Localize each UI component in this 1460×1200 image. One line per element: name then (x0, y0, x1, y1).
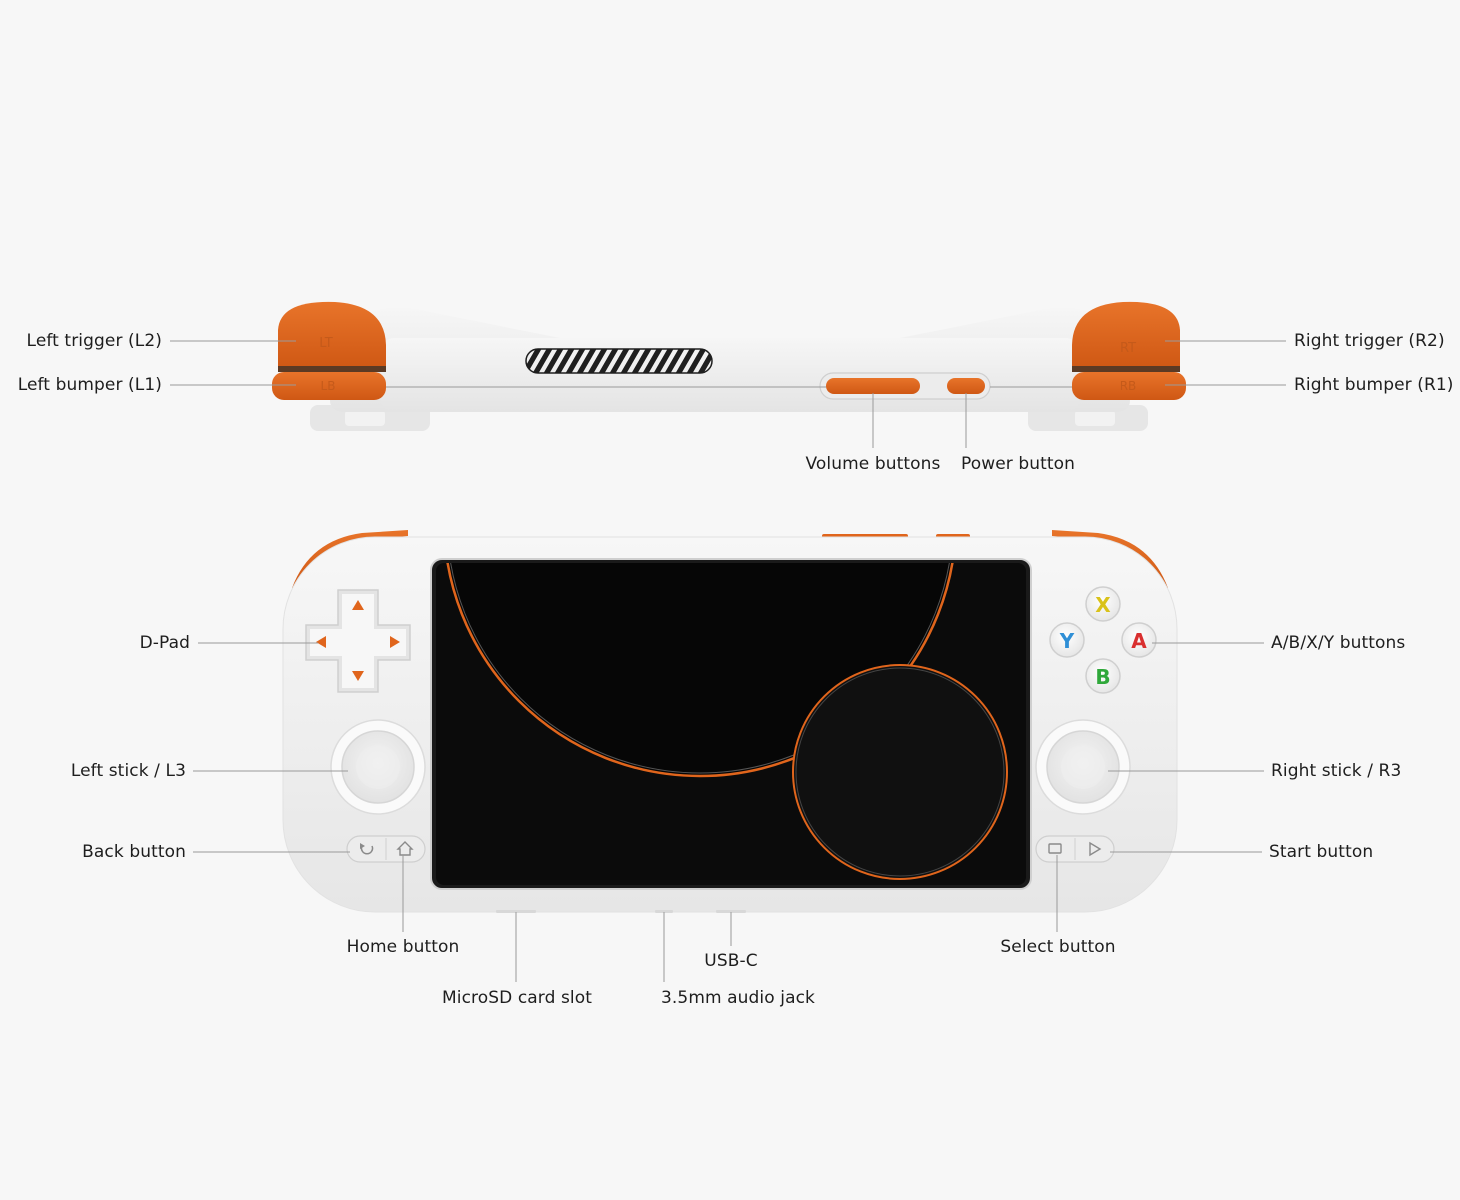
label-usb-c: USB-C (704, 951, 758, 971)
rt-mark: RT (1120, 341, 1136, 356)
label-right-stick: Right stick / R3 (1271, 761, 1402, 781)
top-view: LT LB RT RB (272, 301, 1186, 431)
front-view: X Y A B (282, 530, 1178, 913)
label-abxy-buttons: A/B/X/Y buttons (1271, 633, 1406, 653)
label-start-button: Start button (1269, 842, 1374, 862)
start-triangle-icon (1089, 841, 1102, 857)
face-button-y: Y (1049, 622, 1085, 658)
label-audio-jack: 3.5mm audio jack (660, 988, 816, 1008)
label-right-trigger: Right trigger (R2) (1294, 331, 1445, 351)
label-left-stick: Left stick / L3 (70, 761, 186, 781)
label-microsd-slot: MicroSD card slot (441, 988, 593, 1008)
label-home-button: Home button (346, 937, 460, 957)
label-left-bumper: Left bumper (L1) (17, 375, 162, 395)
vent-grille (525, 348, 713, 374)
y-glyph: Y (1059, 629, 1075, 653)
leader-lines (170, 340, 1286, 982)
home-icon (396, 841, 414, 856)
face-button-b: B (1085, 658, 1121, 694)
label-volume-buttons: Volume buttons (805, 454, 941, 474)
select-square-icon (1048, 843, 1062, 854)
right-bumper-shape (1072, 372, 1186, 400)
left-trigger-shape (278, 301, 386, 368)
label-dpad: D-Pad (139, 633, 190, 653)
label-left-trigger: Left trigger (L2) (26, 331, 162, 351)
power-key (947, 378, 985, 394)
lb-mark: LB (321, 379, 336, 393)
lt-mark: LT (319, 336, 332, 351)
dpad-shape (305, 589, 411, 693)
volume-rocker (826, 378, 920, 394)
left-bumper-shape (272, 372, 386, 400)
label-back-button: Back button (82, 842, 186, 862)
label-power-button: Power button (960, 454, 1076, 474)
label-select-button: Select button (1000, 937, 1116, 957)
face-button-x: X (1085, 586, 1121, 622)
right-trigger-shape (1072, 301, 1180, 368)
x-glyph: X (1095, 593, 1111, 617)
back-arrow-icon (360, 843, 374, 855)
b-glyph: B (1095, 665, 1110, 689)
face-button-a: A (1121, 622, 1157, 658)
rb-mark: RB (1120, 379, 1137, 393)
label-right-bumper: Right bumper (R1) (1294, 375, 1454, 395)
a-glyph: A (1131, 629, 1147, 653)
